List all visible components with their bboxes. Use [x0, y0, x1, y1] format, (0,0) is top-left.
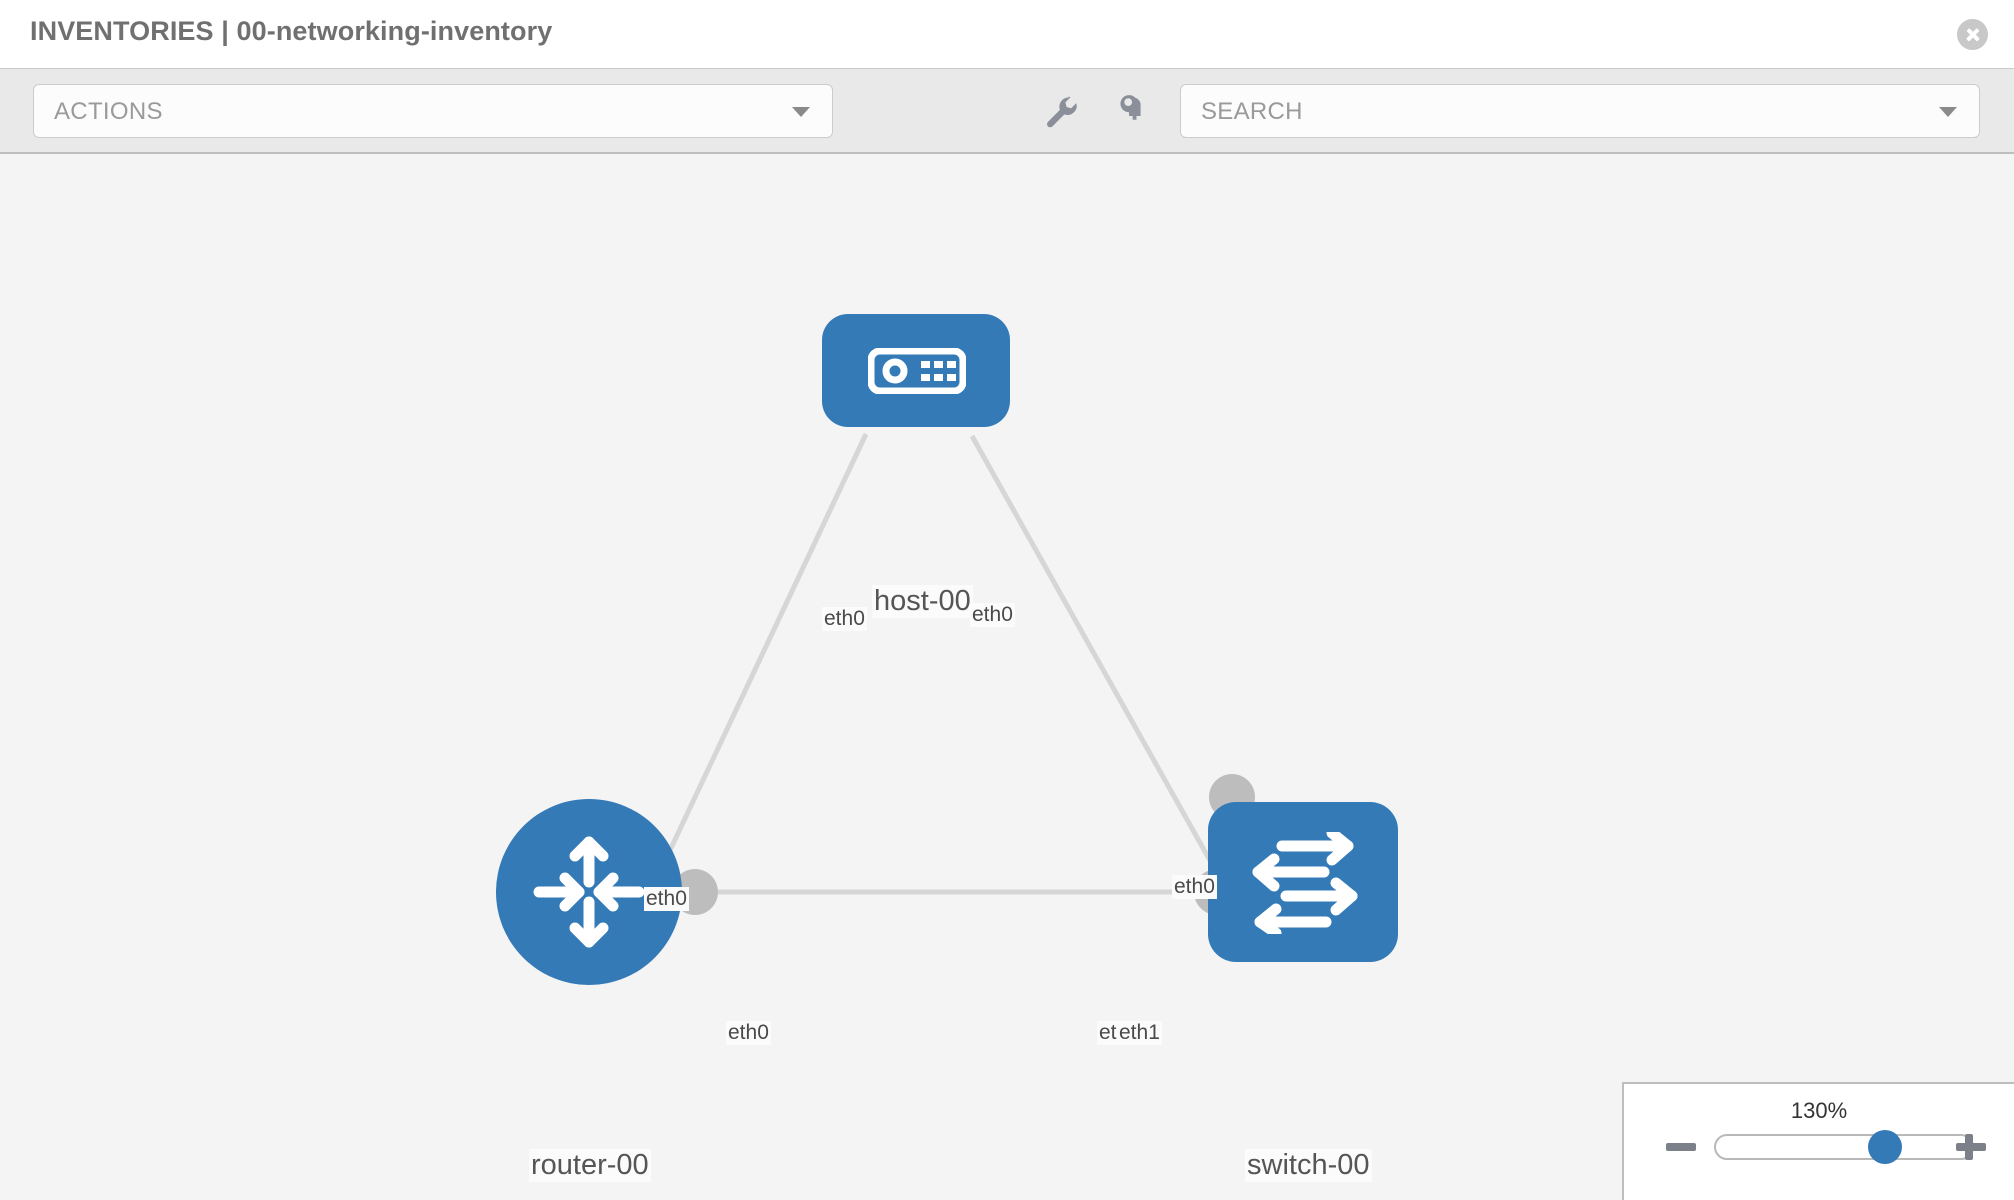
zoom-control-panel: 130% — [1622, 1082, 2014, 1200]
page-header: INVENTORIES | 00-networking-inventory — [0, 0, 2014, 68]
node-host-00[interactable] — [822, 314, 1010, 427]
close-icon[interactable] — [1957, 19, 1988, 50]
key-icon[interactable] — [1108, 91, 1148, 131]
zoom-slider-thumb[interactable] — [1868, 1130, 1902, 1164]
iface-label: eth0 — [970, 603, 1015, 627]
node-label-host-00: host-00 — [872, 585, 973, 618]
iface-label: eth0 — [1172, 875, 1217, 899]
toolbar: ACTIONS SEARCH — [0, 68, 2014, 154]
page-title: INVENTORIES | 00-networking-inventory — [30, 16, 553, 46]
edge-host00-router00 — [637, 432, 869, 916]
node-switch-00[interactable] — [1208, 802, 1398, 962]
search-input[interactable]: SEARCH — [1180, 84, 1980, 138]
topology-edges — [637, 432, 1243, 916]
node-label-switch-00: switch-00 — [1245, 1149, 1372, 1182]
zoom-out-button[interactable] — [1664, 1130, 1698, 1164]
zoom-slider[interactable] — [1714, 1130, 1974, 1164]
iface-label: eth0 — [644, 887, 689, 911]
iface-label: eth1 — [1117, 1021, 1162, 1045]
chevron-down-icon — [1939, 107, 1957, 117]
edge-host00-switch00 — [969, 434, 1243, 916]
iface-label: eth0 — [822, 607, 867, 631]
node-label-router-00: router-00 — [529, 1149, 651, 1182]
zoom-in-button[interactable] — [1954, 1130, 1988, 1164]
zoom-percent-label: 130% — [1790, 1098, 1848, 1123]
actions-dropdown[interactable]: ACTIONS — [33, 84, 833, 138]
actions-dropdown-label: ACTIONS — [54, 98, 163, 125]
wrench-icon[interactable] — [1041, 91, 1081, 131]
iface-label: eth0 — [726, 1021, 771, 1045]
search-placeholder: SEARCH — [1201, 98, 1303, 125]
chevron-down-icon — [792, 107, 810, 117]
topology-canvas[interactable]: host-00 rou — [0, 154, 2014, 1200]
